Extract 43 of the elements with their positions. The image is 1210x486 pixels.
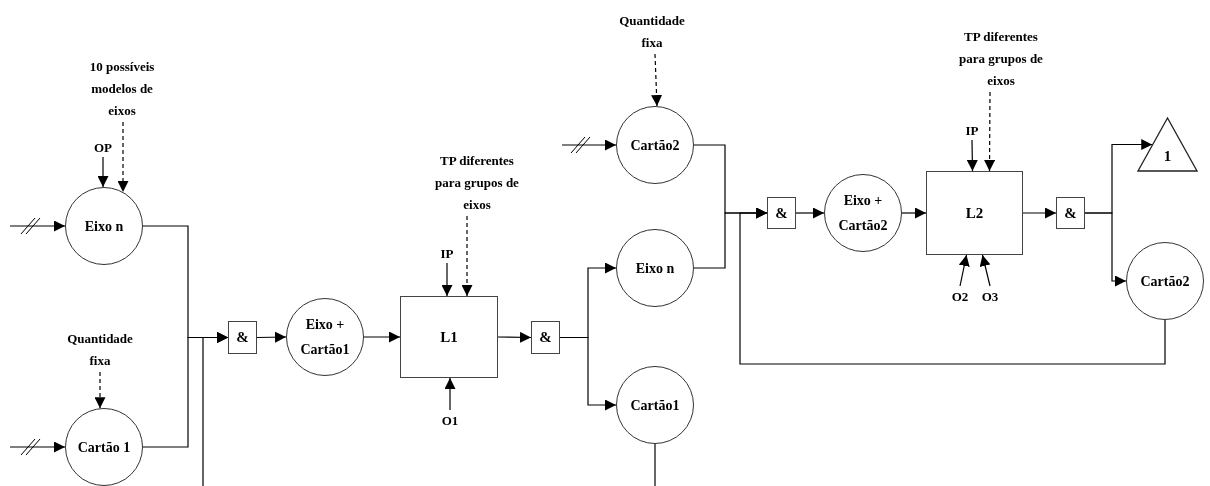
arrow xyxy=(256,331,287,343)
process-box: L1 xyxy=(400,296,498,378)
annotation-text: TP diferentes para grupos de eixos xyxy=(427,150,527,216)
annotation-text: TP diferentes para grupos de eixos xyxy=(951,26,1051,92)
and-gate-box: & xyxy=(228,321,257,354)
dashed-arrow xyxy=(117,121,129,193)
arrow xyxy=(958,254,970,287)
process-box: L2 xyxy=(926,171,1023,255)
connector-line xyxy=(654,443,656,486)
annotation-text: IP xyxy=(960,120,984,140)
and-gate-box: & xyxy=(531,321,560,354)
annotation-text: O2 xyxy=(946,286,974,306)
arrow xyxy=(795,207,825,219)
arrow xyxy=(979,254,991,287)
arrow xyxy=(444,377,456,411)
arrow xyxy=(97,156,109,188)
arrow xyxy=(739,207,1166,365)
and-gate-box: & xyxy=(1056,197,1085,229)
annotation-text: O3 xyxy=(976,286,1004,306)
annotation-text: Quantidade fixa xyxy=(610,10,694,54)
annotation-text: O1 xyxy=(437,410,463,430)
arrow xyxy=(497,331,532,343)
arrow xyxy=(1084,212,1127,287)
arrow xyxy=(966,139,978,172)
arrow xyxy=(9,441,66,453)
dashed-arrow xyxy=(94,371,106,409)
dashed-arrow xyxy=(651,53,663,107)
and-gate-box: & xyxy=(767,197,796,229)
arrow xyxy=(559,336,617,411)
triangle-label: 1 xyxy=(1162,147,1173,166)
annotation-text: 10 possíveis modelos de eixos xyxy=(78,56,166,122)
annotation-text: Quantidade fixa xyxy=(58,328,142,372)
annotation-text: OP xyxy=(88,137,118,157)
arrow xyxy=(9,220,66,232)
arrow xyxy=(901,207,927,219)
annotation-text: IP xyxy=(435,243,459,263)
arrow xyxy=(363,331,401,343)
arrow xyxy=(202,332,229,486)
arrow xyxy=(1022,207,1057,219)
dashed-arrow xyxy=(984,91,996,172)
dashed-arrow xyxy=(461,215,473,297)
arrow xyxy=(561,139,617,151)
arrow xyxy=(441,262,453,297)
